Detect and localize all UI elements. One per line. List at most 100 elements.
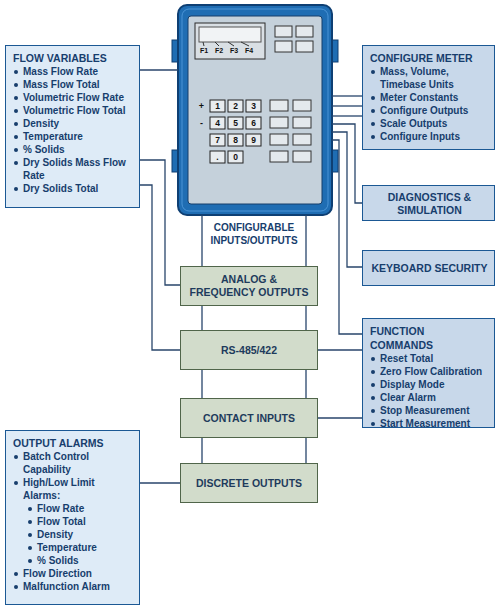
panel-button — [275, 41, 292, 52]
connector-line — [140, 69, 178, 70]
key-label: F2 — [211, 46, 227, 56]
info-box: OUTPUT ALARMSBatch Control CapabilityHig… — [5, 430, 140, 605]
list-item: Mass Flow Total — [13, 78, 134, 91]
key-label: F1 — [196, 46, 212, 56]
panel-button — [270, 117, 288, 128]
list-item: Dry Solids Total — [13, 182, 134, 195]
io-box: CONTACT INPUTS — [180, 398, 318, 438]
box-label: CONTACT INPUTS — [203, 412, 295, 425]
softkey-lines — [203, 42, 249, 46]
list-item: Clear Alarm — [370, 391, 489, 404]
connector-line — [140, 160, 180, 285]
io-box: RS-485/422 — [180, 330, 318, 370]
connector-line — [332, 124, 362, 203]
keypad-key — [246, 134, 261, 146]
connector-line — [201, 215, 202, 266]
list-item: Temperature — [13, 541, 134, 554]
key-label: 5 — [228, 117, 243, 129]
panel-button — [293, 134, 311, 145]
panel-button — [270, 134, 288, 145]
keypad-key — [228, 151, 243, 163]
list-item: % Solids — [13, 143, 134, 156]
keypad-key — [210, 134, 225, 146]
list-item: Zero Flow Calibration — [370, 365, 489, 378]
box-heading: CONFIGURE METER — [370, 51, 489, 65]
list-item: Configure Inputs — [370, 130, 489, 143]
list-item: Stop Measurement — [370, 404, 489, 417]
keypad-key — [228, 117, 243, 129]
list-item: Density — [13, 528, 134, 541]
function-box: DIAGNOSTICS & SIMULATION — [362, 185, 495, 221]
list-item: Temperature — [13, 130, 134, 143]
panel-button — [293, 117, 311, 128]
connector-line — [332, 115, 362, 116]
mount-tab — [172, 40, 180, 62]
connector-line — [332, 105, 362, 106]
function-box: FUNCTION COMMANDSReset TotalZero Flow Ca… — [362, 318, 495, 428]
panel-button — [296, 26, 313, 37]
key-label: 7 — [210, 134, 225, 146]
key-label: F4 — [241, 46, 257, 56]
connector-line — [318, 417, 362, 418]
list-item: Volumetric Flow Rate — [13, 91, 134, 104]
key-label: 9 — [246, 134, 261, 146]
list-item: High/Low Limit Alarms: — [13, 476, 134, 502]
key-label: - — [196, 117, 207, 129]
front-panel — [188, 16, 322, 204]
panel-button — [275, 26, 292, 37]
box-label: ANALOG & FREQUENCY OUTPUTS — [187, 273, 311, 299]
key-label: 8 — [228, 134, 243, 146]
list-item: Start Measurement — [370, 417, 489, 430]
io-box: ANALOG & FREQUENCY OUTPUTS — [180, 266, 318, 306]
list-item: Malfunction Alarm — [13, 580, 134, 593]
lcd-window — [199, 27, 261, 42]
keypad-key — [228, 134, 243, 146]
connector-line — [140, 482, 180, 483]
box-label: DIAGNOSTICS & SIMULATION — [370, 191, 489, 217]
keypad-key — [210, 151, 225, 163]
keypad-key — [228, 100, 243, 112]
list-item: Mass Flow Rate — [13, 65, 134, 78]
mount-tab — [172, 150, 180, 172]
list-item: Configure Outputs — [370, 104, 489, 117]
keypad-key — [246, 117, 261, 129]
list-item: % Solids — [13, 554, 134, 567]
list-item: Scale Outputs — [370, 117, 489, 130]
meter-housing — [178, 5, 332, 215]
key-label: 4 — [210, 117, 225, 129]
flow-meter: F1F2F3F4+123-456789.0 — [178, 5, 332, 215]
key-label: 2 — [228, 100, 243, 112]
connector-line — [318, 349, 362, 350]
key-label: 1 — [210, 100, 225, 112]
key-label: F3 — [226, 46, 242, 56]
panel-button — [270, 100, 288, 111]
connector-line — [332, 132, 362, 267]
connector-line — [201, 306, 202, 330]
io-caption: CONFIGURABLE INPUTS/OUTPUTS — [204, 221, 304, 247]
panel-button — [293, 100, 311, 111]
list-item: Flow Direction — [13, 567, 134, 580]
keypad-key — [246, 100, 261, 112]
box-heading: FUNCTION COMMANDS — [370, 324, 489, 352]
connector-line — [305, 306, 306, 330]
mount-tab — [330, 150, 338, 172]
key-label: 0 — [228, 151, 243, 163]
panel-button — [293, 151, 311, 162]
box-heading: OUTPUT ALARMS — [13, 436, 134, 450]
box-label: RS-485/422 — [221, 344, 277, 357]
io-box: DISCRETE OUTPUTS — [180, 463, 318, 503]
connector-line — [305, 438, 306, 463]
list-item: Reset Total — [370, 352, 489, 365]
list-item: Display Mode — [370, 378, 489, 391]
connector-line — [305, 215, 306, 266]
housing-bevel — [182, 9, 328, 211]
list-item: Density — [13, 117, 134, 130]
key-label: . — [210, 151, 225, 163]
display-bezel — [195, 23, 265, 59]
connector-line — [201, 438, 202, 463]
list-item: Volumetric Flow Total — [13, 104, 134, 117]
connector-line — [201, 370, 202, 398]
list-item: Flow Total — [13, 515, 134, 528]
keypad-key — [210, 117, 225, 129]
